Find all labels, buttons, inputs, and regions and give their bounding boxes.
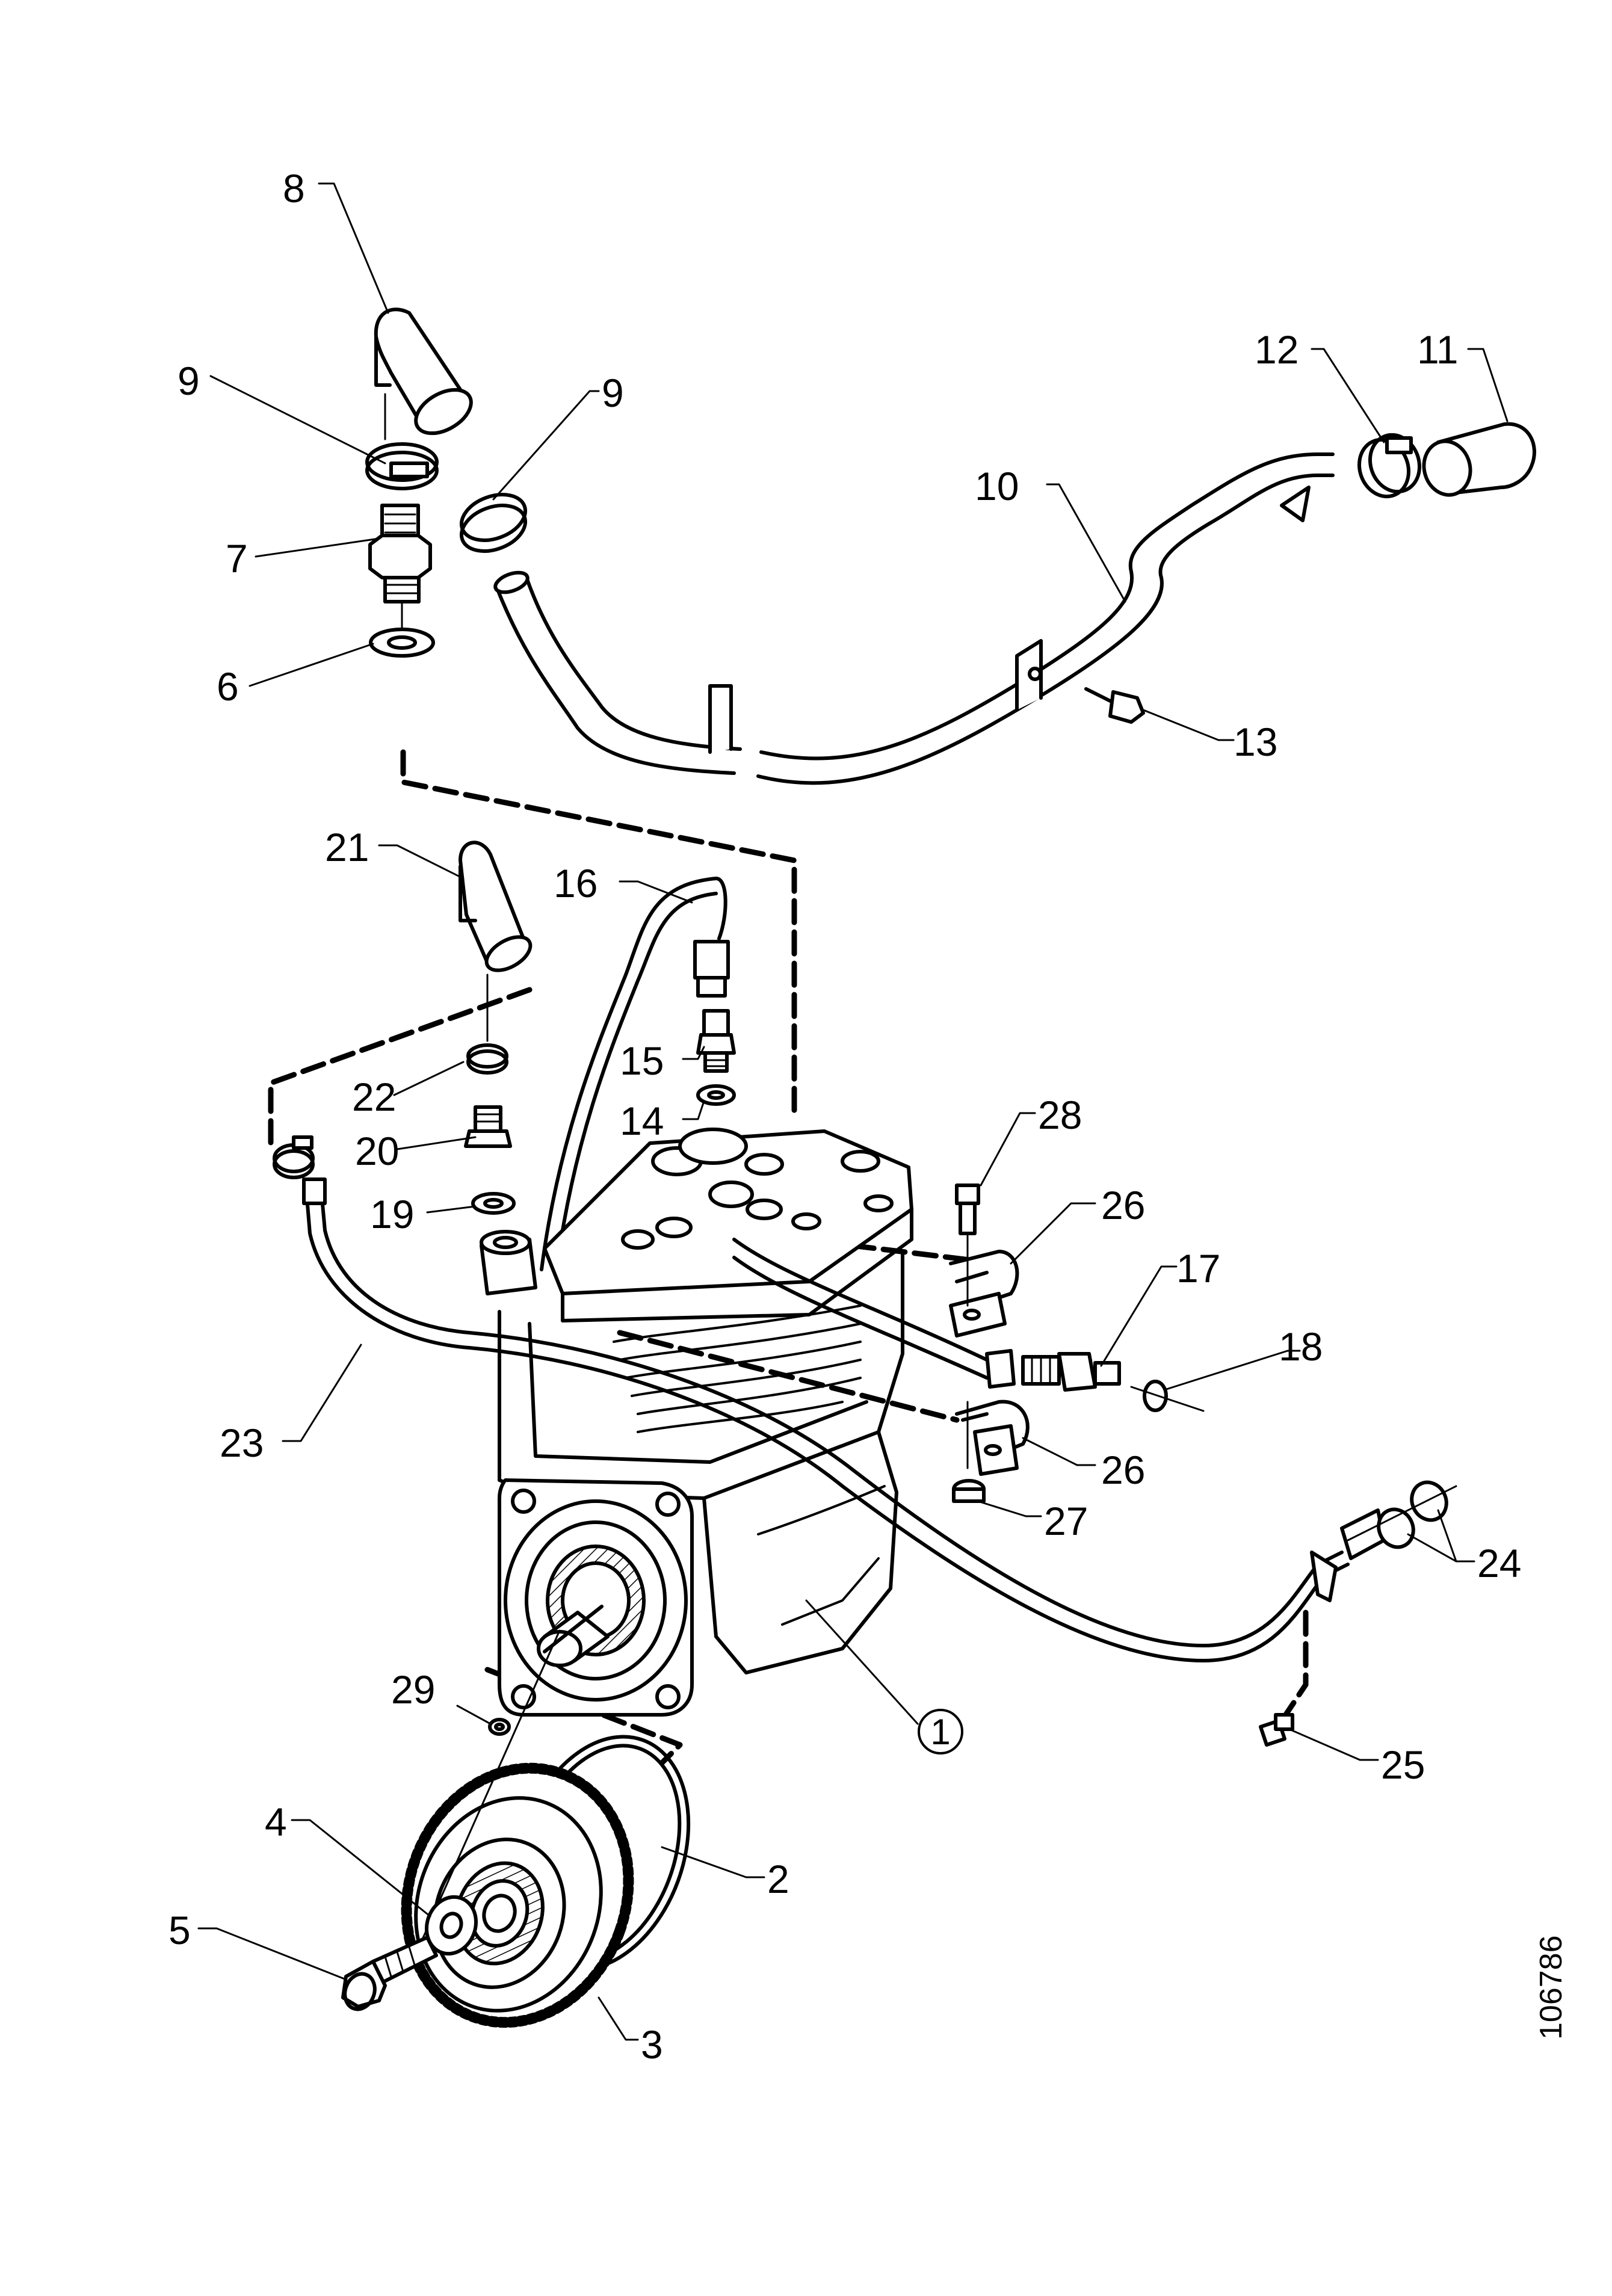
drawing-reference-number: 106786 <box>1534 1935 1569 2040</box>
callout-13: 13 <box>1234 720 1278 764</box>
part-22-clamp-upper <box>466 1043 508 1075</box>
callout-2: 2 <box>767 1857 789 1901</box>
part-20-union <box>464 1105 512 1148</box>
part-15-union <box>696 1009 736 1073</box>
part-8-elbow <box>374 307 473 436</box>
part-21-elbow <box>459 841 533 972</box>
callout-25: 25 <box>1381 1742 1425 1787</box>
part-27-nut <box>952 1479 986 1503</box>
callout-27: 27 <box>1044 1499 1089 1543</box>
callout-1-circled: 1 <box>918 1709 963 1754</box>
callout-21: 21 <box>325 825 369 869</box>
callout-9-right: 9 <box>602 371 624 415</box>
callout-23: 23 <box>220 1421 264 1465</box>
part-9-clamp-left <box>365 442 439 490</box>
part-26-bracket-upper <box>949 1250 1019 1338</box>
part-10-coolant-pipe <box>493 452 1335 785</box>
callout-24: 24 <box>1477 1541 1522 1585</box>
callout-3: 3 <box>641 2022 663 2067</box>
callout-6: 6 <box>217 664 239 709</box>
callout-19: 19 <box>370 1192 415 1236</box>
part-17-fitting <box>732 1238 1121 1392</box>
callout-11: 11 <box>1417 327 1459 372</box>
part-22-clamp-lower <box>273 1135 315 1179</box>
callout-12: 12 <box>1255 327 1299 372</box>
callout-15: 15 <box>620 1038 664 1083</box>
callout-10: 10 <box>975 464 1019 508</box>
part-13-bolt <box>1084 687 1145 724</box>
callout-18: 18 <box>1279 1324 1323 1369</box>
part-23-pipe <box>302 1177 1386 1662</box>
callout-9-left: 9 <box>178 359 200 403</box>
part-26-bracket-lower <box>955 1400 1030 1476</box>
callout-8: 8 <box>283 166 305 211</box>
part-4-washer <box>424 1895 478 1956</box>
part-6-washer <box>369 628 435 658</box>
part-28-bolt <box>955 1183 980 1235</box>
part-11-hose <box>1422 422 1536 497</box>
part-18-washer <box>1130 1380 1205 1412</box>
part-3-drive-gear <box>401 1762 634 2028</box>
callout-16: 16 <box>554 861 598 906</box>
part-29-nut <box>488 1718 511 1736</box>
part-19-washer <box>471 1192 516 1215</box>
leader-lines <box>197 182 1509 2041</box>
callout-29: 29 <box>391 1667 436 1712</box>
callout-7: 7 <box>226 536 248 581</box>
callout-17: 17 <box>1176 1246 1221 1291</box>
part-1-compressor <box>480 1128 913 1717</box>
callout-22: 22 <box>352 1075 397 1119</box>
part-9-clamp-right <box>459 493 528 553</box>
part-12-clamp <box>1357 433 1422 499</box>
part-5-bolt <box>341 1936 438 2011</box>
callout-28: 28 <box>1038 1093 1082 1137</box>
part-25-bolt <box>1259 1713 1294 1747</box>
callout-20: 20 <box>355 1129 400 1173</box>
part-14-washer <box>696 1084 736 1106</box>
callout-4: 4 <box>265 1800 287 1844</box>
callout-26-upper: 26 <box>1101 1183 1146 1227</box>
callout-5: 5 <box>168 1908 191 1952</box>
callout-26-lower: 26 <box>1101 1448 1146 1492</box>
callout-14: 14 <box>620 1099 664 1143</box>
part-7-union <box>368 504 432 603</box>
part-16-pipe <box>540 877 730 1271</box>
